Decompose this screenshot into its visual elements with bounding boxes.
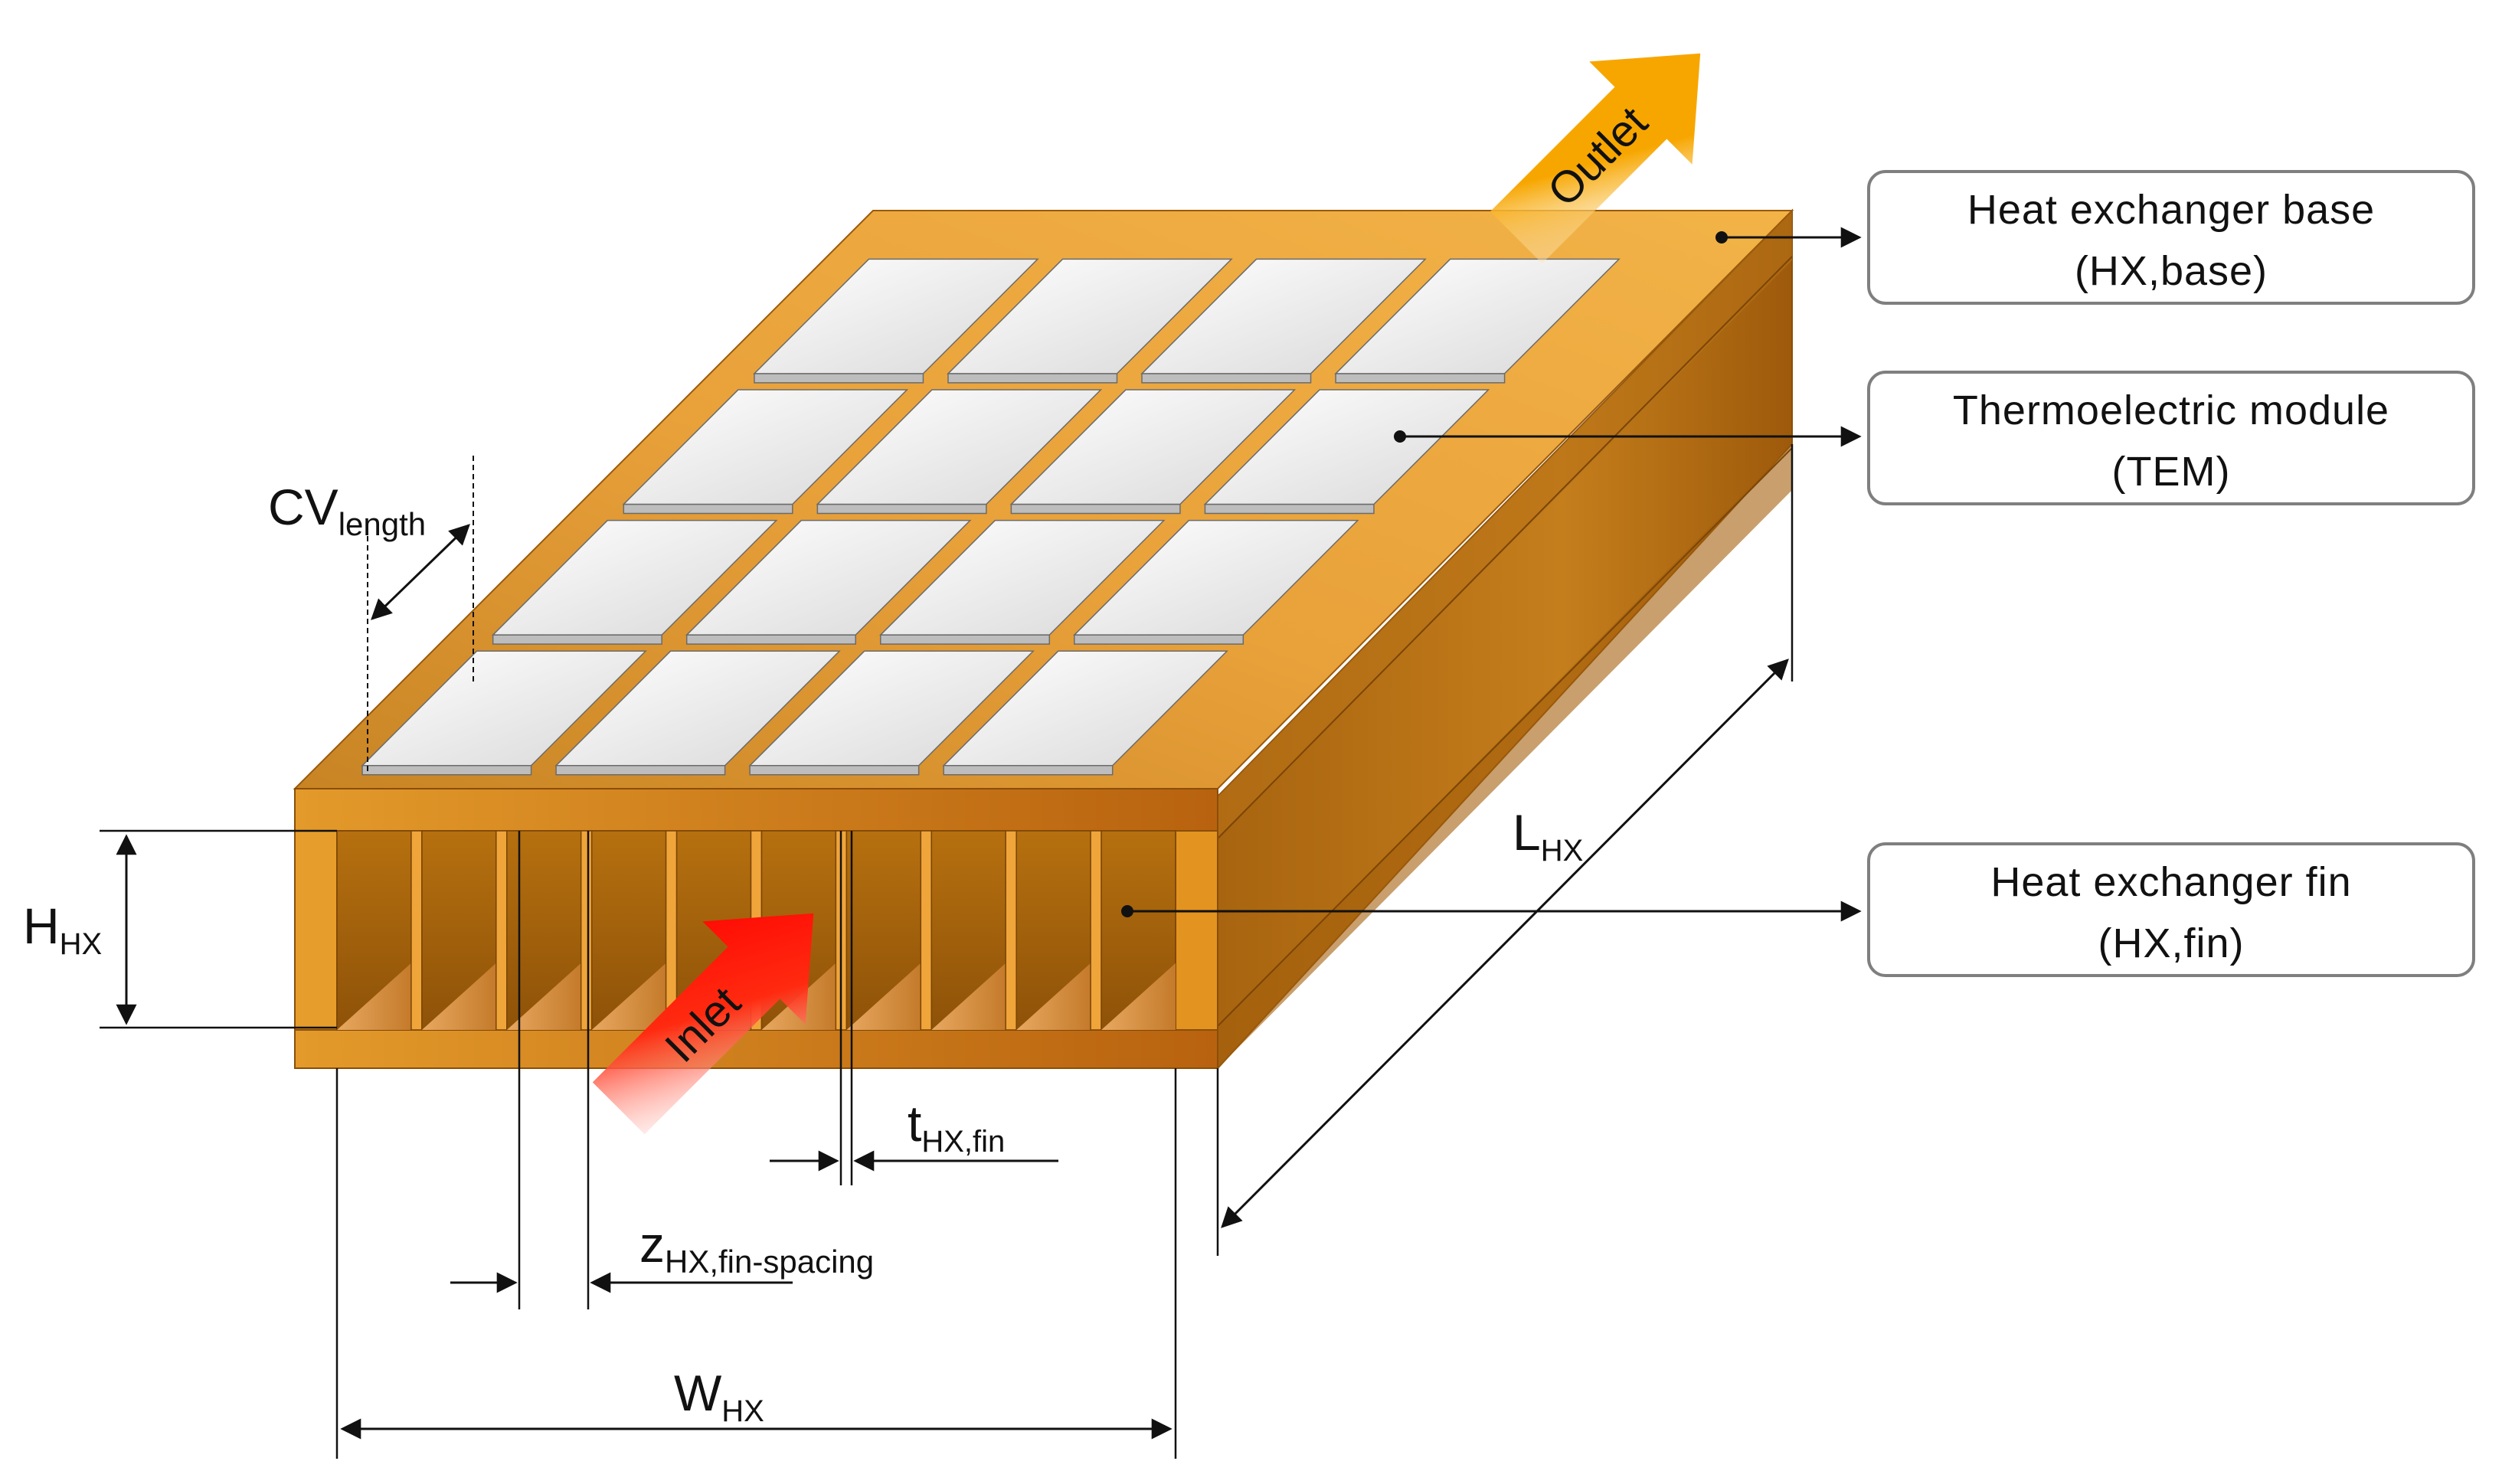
callout-hx-base-line2: (HX,base) (2075, 248, 2268, 294)
fin (1005, 830, 1017, 1031)
z-spacing-main: z (639, 1216, 665, 1273)
tem-module-edge (1141, 373, 1312, 384)
tem-module-edge (754, 373, 924, 384)
callout-hx-fin-line1: Heat exchanger fin (1990, 859, 2351, 905)
tem-module-edge (1335, 373, 1506, 384)
svg-text:tHX,fin: tHX,fin (908, 1095, 1005, 1159)
callout-hx-fin-box (1867, 842, 2475, 977)
tem-module (1334, 258, 1621, 374)
tem-module-edge (685, 634, 856, 645)
svg-text:zHX,fin-spacing: zHX,fin-spacing (639, 1216, 874, 1280)
z-spacing-sub: HX,fin-spacing (665, 1244, 874, 1280)
tem-module-edge (1074, 634, 1244, 645)
tem-module-edge (816, 503, 987, 515)
tem-module (554, 650, 841, 767)
fin-channel-floor (421, 963, 496, 1030)
tem-module-edge (943, 765, 1114, 776)
fin-channel-floor (1101, 963, 1176, 1030)
tem-module (685, 519, 972, 636)
dimension-cv-length: CVlength (268, 456, 474, 773)
callout-hx-fin-line2: (HX,fin) (2098, 920, 2244, 966)
fin-channel-floor (846, 963, 921, 1030)
hx-front-top-plate (294, 788, 1218, 832)
h-hx-sub: HX (60, 927, 103, 961)
dimension-h-hx: HHX (23, 829, 337, 1029)
dimension-t-fin: tHX,fin (770, 831, 1058, 1185)
callout-tem-box (1867, 371, 2475, 505)
callout-hx-fin: Heat exchanger fin (HX,fin) (1121, 842, 2475, 977)
tem-module-edge (555, 765, 726, 776)
hx-front-left-wall (294, 830, 338, 1031)
fin (580, 830, 593, 1031)
tem-module (491, 519, 778, 636)
fin-channel-floor (591, 963, 666, 1030)
tem-module (1009, 389, 1297, 505)
tem-module (1203, 389, 1490, 505)
cv-length-sub: length (339, 506, 426, 542)
fin-channel-floor (506, 963, 581, 1030)
tem-module-edge (947, 373, 1118, 384)
tem-module (361, 650, 647, 767)
fin-channel-floor (1016, 963, 1091, 1030)
tem-module (816, 389, 1103, 505)
dimension-w-hx: WHX (335, 1068, 1177, 1459)
tem-modules (361, 258, 1621, 776)
t-fin-main: t (908, 1095, 921, 1152)
hx-front-bottom-plate (294, 1029, 1218, 1069)
callout-tem-line1: Thermoelectric module (1953, 387, 2389, 433)
tem-module (622, 389, 909, 505)
tem-module-edge (623, 503, 793, 515)
tem-module (753, 258, 1039, 374)
tem-module-edge (1204, 503, 1375, 515)
callout-tem: Thermoelectric module (TEM) (1394, 371, 2475, 505)
fin-channels (336, 830, 1176, 1031)
tem-module (947, 258, 1233, 374)
dimension-l-hx: LHX (1216, 444, 1794, 1256)
fin-channel-floor (337, 963, 411, 1030)
tem-module-edge (492, 634, 662, 645)
fin-channel-floor (931, 963, 1006, 1030)
tem-module-edge (1010, 503, 1181, 515)
callout-hx-base-line1: Heat exchanger base (1967, 187, 2375, 233)
t-fin-sub: HX,fin (921, 1125, 1005, 1159)
w-hx-sub: HX (721, 1394, 764, 1428)
svg-text:WHX: WHX (674, 1365, 764, 1428)
l-hx-main: L (1513, 804, 1541, 861)
tem-module (1140, 258, 1427, 374)
svg-text:HHX: HHX (23, 897, 102, 961)
callout-hx-base-box (1867, 170, 2475, 305)
tem-module-edge (880, 634, 1051, 645)
fin-channel-floor (761, 963, 836, 1030)
svg-text:CVlength: CVlength (268, 479, 426, 542)
tem-module-edge (749, 765, 920, 776)
dimension-z-spacing: zHX,fin-spacing (450, 831, 874, 1309)
fin (410, 830, 423, 1031)
svg-text:LHX: LHX (1513, 804, 1583, 868)
tem-module (1073, 519, 1359, 636)
tem-module (748, 650, 1035, 767)
hx-front-right-wall (1175, 830, 1218, 1031)
tem-module-edge (361, 765, 532, 776)
cv-length-main: CV (268, 479, 339, 535)
tem-module (878, 519, 1166, 636)
tem-module (942, 650, 1229, 767)
w-hx-main: W (674, 1365, 722, 1421)
l-hx-sub: HX (1541, 834, 1584, 868)
fin (920, 830, 933, 1031)
h-hx-main: H (23, 897, 60, 954)
fin (495, 830, 508, 1031)
callout-tem-line2: (TEM) (2112, 449, 2231, 495)
fin (1090, 830, 1102, 1031)
callout-hx-base: Heat exchanger base (HX,base) (1715, 170, 2475, 305)
